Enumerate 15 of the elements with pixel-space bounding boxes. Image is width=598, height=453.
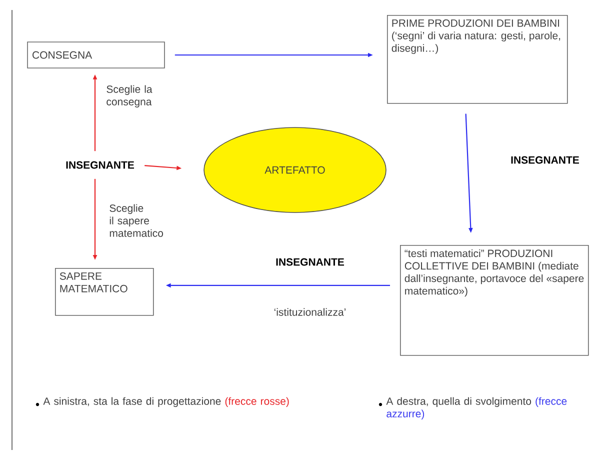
bold-label: INSEGNANTE — [66, 161, 134, 169]
edge-label: INSEGNANTE — [276, 258, 344, 266]
text-box: “testi matematici” PRODUZIONI COLLETTIVE DEI BAMBINI (mediate dall’insegnante, portavoce del «sapere matematico») — [400, 244, 589, 356]
bullet-note: A destra, quella di svolgimento (frecce azzurre) — [386, 397, 567, 420]
label: (frecce — [536, 397, 567, 407]
bullet-note: A sinistra, sta la fase di progettazione (frecce rosse) — [43, 397, 289, 407]
text-box: PRIME PRODUZIONI DEI BAMBINI (‘segni’ di varia natura: gesti, parole, disegni…) — [387, 15, 568, 104]
label: azzurre) — [386, 410, 424, 420]
text-box: CONSEGNA — [27, 42, 165, 68]
text-box: SAPERE MATEMATICO — [55, 268, 154, 316]
label: A destra, quella di svolgimento — [386, 397, 532, 407]
edge-label: Sceglie il sapere matematico — [110, 204, 164, 237]
edge-label: INSEGNANTE — [511, 156, 579, 164]
text-label: ‘istituzionalizza’ — [274, 308, 346, 316]
edge-label: Sceglie la consegna — [106, 85, 152, 108]
